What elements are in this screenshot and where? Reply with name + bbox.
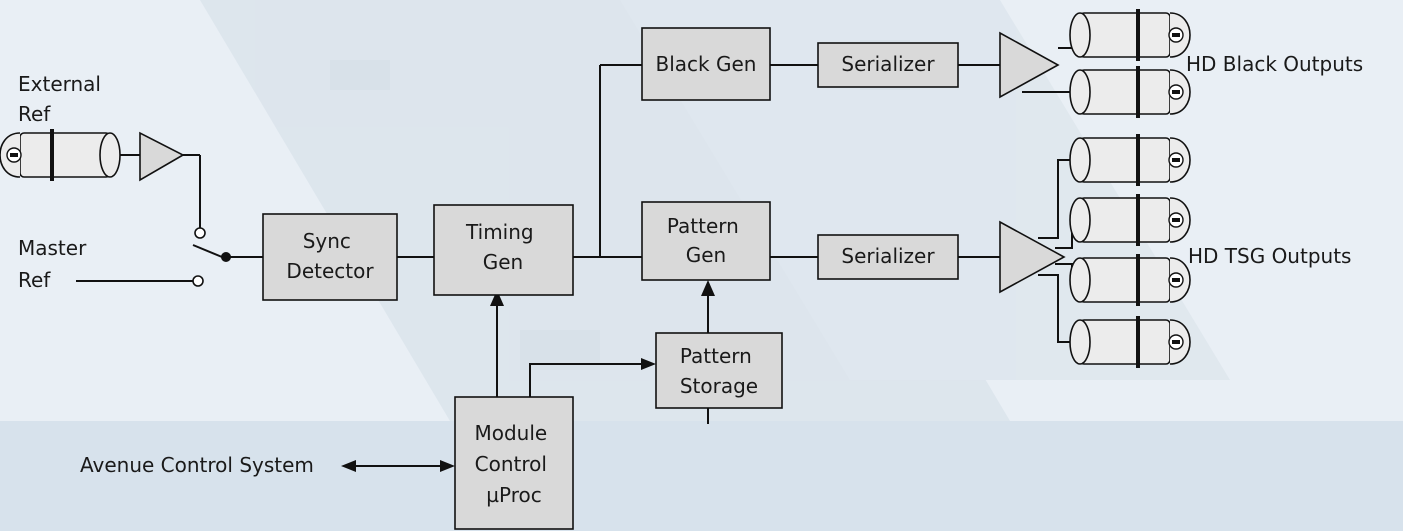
bnc-connector-icon bbox=[1069, 253, 1191, 307]
svg-text:Sync Detector: Sync Detector bbox=[286, 229, 374, 283]
serializer-bottom-block: Serializer bbox=[817, 234, 959, 280]
lower-band bbox=[0, 421, 1403, 531]
avenue-control-label: Avenue Control System bbox=[80, 453, 314, 477]
bnc-connector-icon bbox=[1069, 65, 1191, 119]
pattern-gen-block: Pattern Gen bbox=[641, 201, 771, 281]
timing-gen-block: Timing Gen bbox=[433, 204, 574, 296]
arrow-right-pattern-storage bbox=[641, 358, 656, 370]
black-gen-block: Black Gen bbox=[641, 27, 771, 101]
switch-icon bbox=[192, 227, 231, 287]
arrowheads bbox=[341, 280, 715, 472]
sync-detector-block: Sync Detector bbox=[262, 213, 398, 301]
bnc-connector-icon bbox=[1069, 133, 1191, 187]
bnc-connector-icon bbox=[0, 128, 121, 182]
serializer-top-block: Serializer bbox=[817, 42, 959, 88]
hd-black-outputs-label: HD Black Outputs bbox=[1186, 52, 1363, 76]
bnc-connector-icon bbox=[1069, 315, 1191, 369]
bnc-connector-icon bbox=[1069, 8, 1191, 62]
hd-tsg-outputs-label: HD TSG Outputs bbox=[1188, 244, 1351, 268]
svg-text:Module Control µPr: Module Control µProc bbox=[474, 421, 553, 507]
external-ref-label: External Ref bbox=[18, 72, 107, 126]
arrow-up-timing bbox=[490, 290, 504, 306]
arrow-left-avenue bbox=[341, 460, 356, 472]
svg-text:Serializer: Serializer bbox=[841, 244, 935, 268]
amplifier-triangle-icon bbox=[999, 220, 1066, 294]
pattern-storage-block: Pattern Storage bbox=[655, 332, 783, 409]
svg-text:Serializer: Serializer bbox=[841, 52, 935, 76]
svg-text:Pattern Storage: Pattern Storage bbox=[680, 344, 758, 398]
bnc-connector-icon bbox=[1069, 193, 1191, 247]
wires bbox=[76, 47, 1080, 467]
master-ref-label: Master Ref bbox=[18, 236, 93, 292]
amplifier-triangle-icon bbox=[999, 31, 1060, 99]
module-control-block: Module Control µProc bbox=[454, 396, 574, 530]
svg-text:Timing Gen: Timing Gen bbox=[465, 220, 540, 274]
svg-text:Black Gen: Black Gen bbox=[656, 52, 757, 76]
arrow-right-module bbox=[440, 460, 455, 472]
svg-text:Pattern Gen: Pattern Gen bbox=[667, 214, 745, 267]
arrow-up-pattern-gen bbox=[701, 280, 715, 296]
amplifier-triangle-icon bbox=[139, 131, 185, 182]
